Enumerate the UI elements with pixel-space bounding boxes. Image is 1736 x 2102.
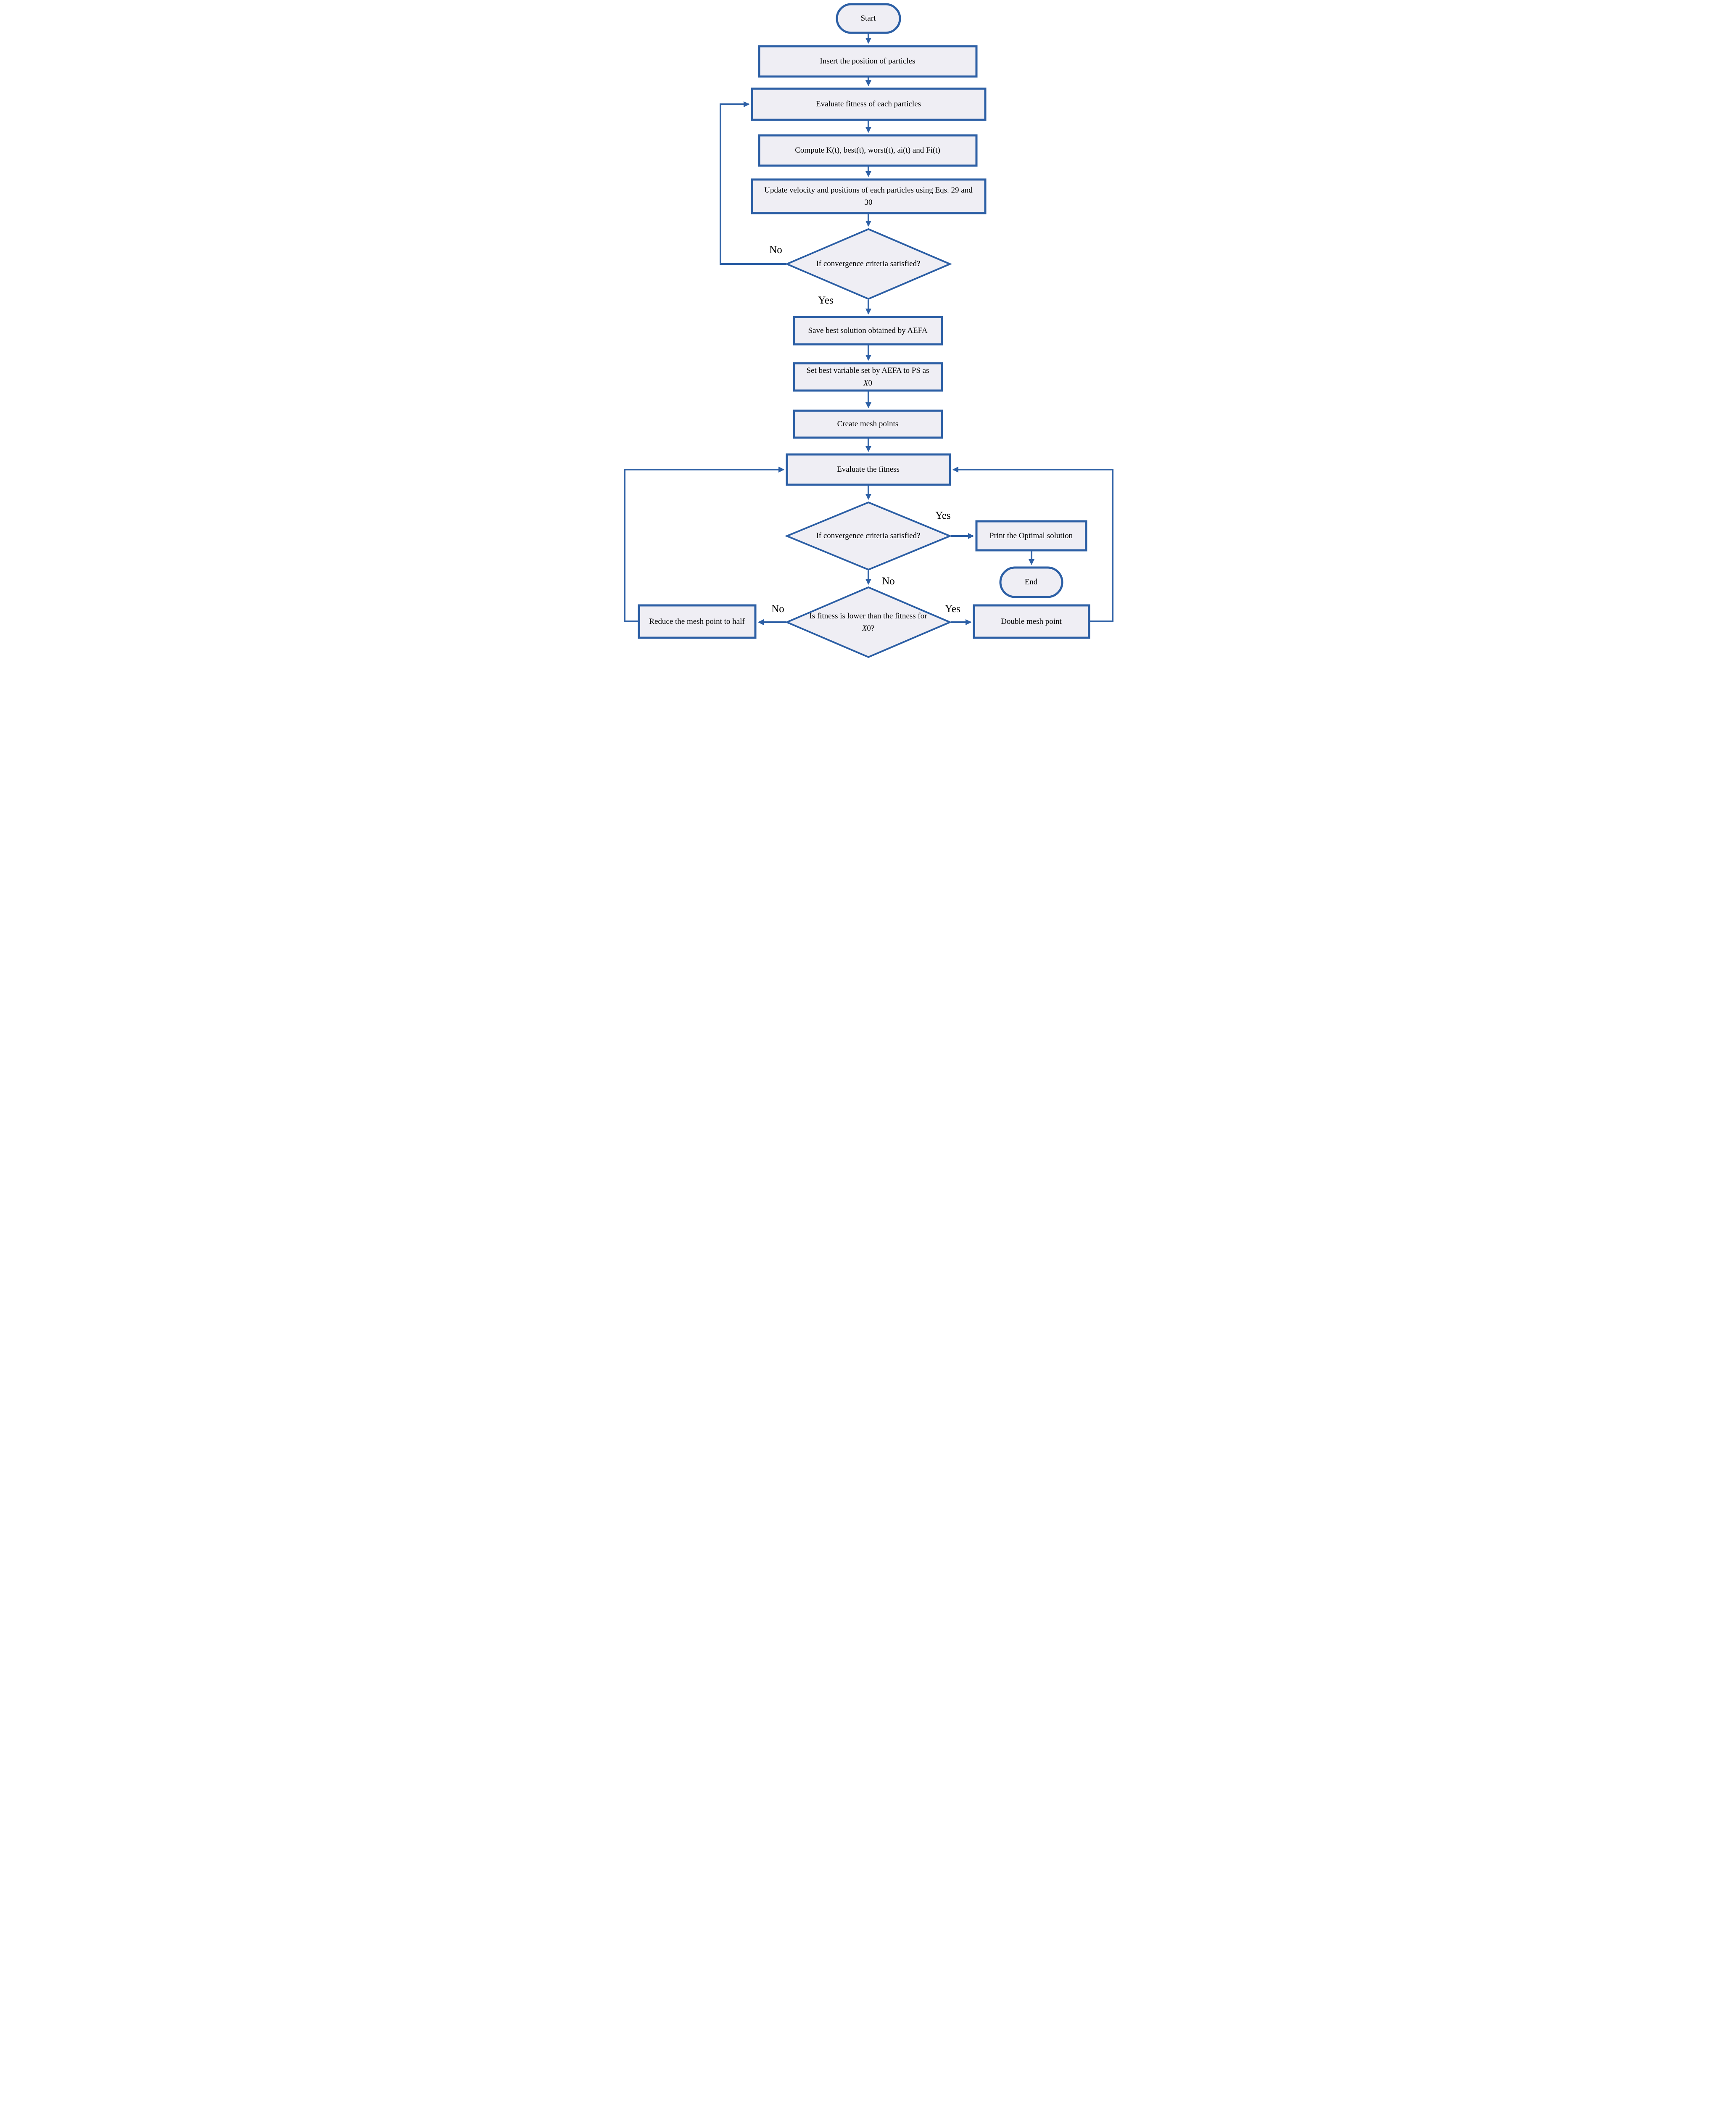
arrow-double-loop-to-evalfit: [952, 466, 1113, 622]
decision3-diamond-shape: [784, 586, 952, 658]
start-terminal-shape: [836, 3, 901, 34]
set-best-variable-shape: [793, 362, 943, 392]
reduce-mesh-shape: [638, 604, 756, 639]
end-terminal-shape: [999, 566, 1063, 598]
evaluate-fitness-ps-shape: [786, 453, 951, 486]
flowchart-canvas: Start Insert the position of particles E…: [619, 0, 1117, 659]
print-optimal-shape: [975, 520, 1087, 552]
evaluate-fitness-aefa-shape: [751, 87, 986, 121]
compute-params-shape: [758, 134, 977, 167]
create-mesh-shape: [793, 409, 943, 439]
flowchart-shape-layer: [623, 3, 1113, 658]
double-mesh-shape: [973, 604, 1090, 639]
save-best-shape: [793, 316, 943, 346]
decision1-diamond-shape: [784, 228, 952, 300]
arrow-decision1-no-loop: [719, 101, 786, 265]
arrow-reduce-loop-to-evalfit: [623, 466, 784, 622]
insert-particles-shape: [758, 45, 977, 78]
update-velocity-shape: [751, 178, 986, 214]
decision2-diamond-shape: [784, 501, 952, 571]
